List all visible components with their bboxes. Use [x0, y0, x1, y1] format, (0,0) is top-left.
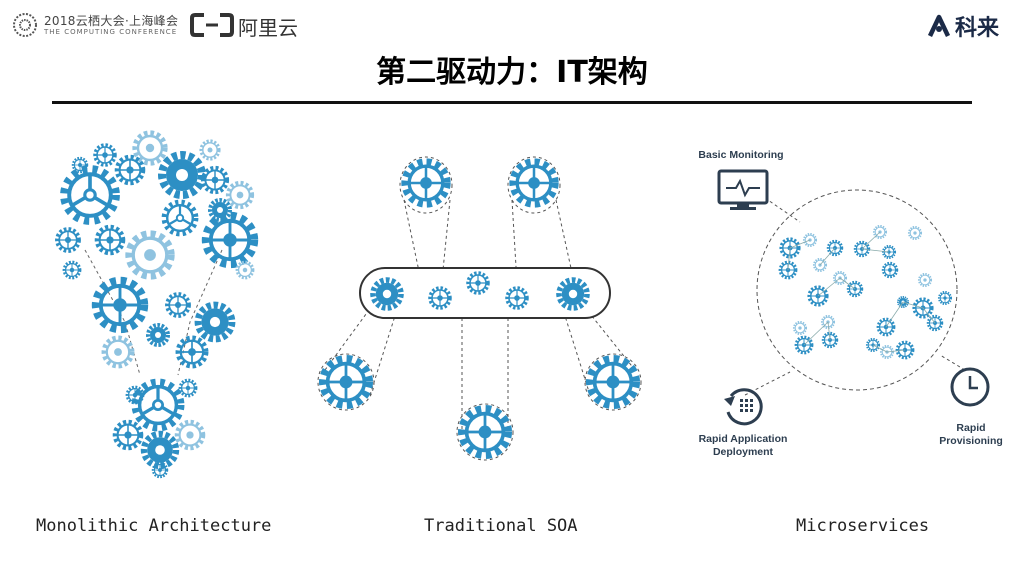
monitor-icon — [717, 169, 769, 210]
title-divider — [52, 101, 972, 104]
rapid-provisioning-label-line2: Provisioning — [939, 435, 1003, 447]
clock-icon — [950, 367, 990, 407]
aliyun-brand-text: 阿里云 — [238, 16, 298, 40]
microservices-caption: Microservices — [796, 516, 930, 536]
traditional-soa-diagram — [317, 156, 642, 461]
aliyun-logo-icon — [190, 13, 234, 37]
rapid-provisioning-label-line1: Rapid — [956, 422, 985, 434]
microservices-diagram: Basic Monitoring Rapid Application Deplo… — [698, 149, 1002, 458]
conference-title: 2018云栖大会·上海峰会 — [44, 14, 179, 28]
slide-header: 2018云栖大会·上海峰会 THE COMPUTING CONFERENCE 阿… — [0, 0, 1024, 50]
computing-conference-logo-icon — [13, 13, 37, 37]
architecture-diagrams: Basic Monitoring Rapid Application Deplo… — [55, 110, 1003, 479]
slide-title: 第二驱动力：IT架构 — [376, 55, 648, 90]
basic-monitoring-label: Basic Monitoring — [698, 149, 783, 161]
monolithic-architecture-diagram — [55, 133, 254, 479]
rapid-application-label-line2: Deployment — [713, 446, 774, 458]
rapid-application-label-line1: Rapid Application — [699, 433, 788, 445]
monolithic-architecture-caption: Monolithic Architecture — [36, 516, 272, 536]
deployment-icon — [724, 388, 763, 426]
kelai-logo-icon — [927, 14, 951, 37]
conference-subtitle: THE COMPUTING CONFERENCE — [44, 28, 178, 36]
traditional-soa-caption: Traditional SOA — [424, 516, 578, 536]
kelai-brand-text: 科来 — [955, 16, 1000, 41]
microservice-nodes — [778, 224, 953, 360]
